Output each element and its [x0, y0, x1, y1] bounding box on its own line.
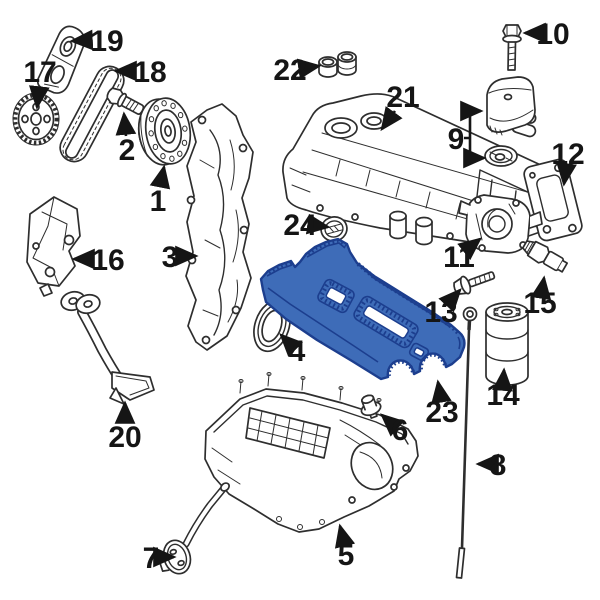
callout-label: 15 — [523, 287, 556, 320]
callout-5[interactable]: 5 — [334, 523, 356, 572]
crankshaft-pulley — [137, 97, 192, 166]
callout-label: 19 — [90, 25, 123, 58]
callout-label: 14 — [486, 379, 520, 412]
oil-level-sensor — [155, 482, 230, 575]
callout-label: 16 — [91, 244, 124, 277]
callout-label: 21 — [386, 81, 419, 114]
callout-13[interactable]: 13 — [424, 288, 462, 329]
callout-label: 13 — [424, 296, 457, 329]
oil-pressure-sensor — [521, 240, 569, 273]
drain-plug — [360, 394, 382, 419]
callout-label: 6 — [392, 414, 409, 447]
callout-label: 1 — [150, 185, 167, 218]
callout-label: 4 — [289, 335, 306, 368]
callout-label: 24 — [283, 209, 317, 242]
callout-label: 3 — [162, 241, 179, 274]
oil-pan — [204, 372, 419, 533]
pulley-bolt — [106, 87, 145, 115]
callout-11[interactable]: 11 — [443, 237, 483, 274]
dipstick — [455, 306, 478, 579]
callout-23[interactable]: 23 — [425, 379, 459, 429]
camshaft-sprocket — [12, 92, 60, 146]
callout-16[interactable]: 16 — [71, 244, 125, 277]
callout-22[interactable]: 22 — [273, 54, 322, 87]
callout-15[interactable]: 15 — [523, 275, 557, 320]
callout-24[interactable]: 24 — [283, 209, 331, 242]
callout-10[interactable]: 10 — [522, 18, 570, 51]
engine-mount-bracket — [26, 196, 81, 297]
callout-20[interactable]: 20 — [108, 400, 142, 454]
callout-label: 8 — [490, 449, 507, 482]
callout-3[interactable]: 3 — [162, 241, 199, 274]
callout-label: 12 — [551, 138, 584, 171]
callout-18[interactable]: 18 — [113, 56, 167, 89]
oil-filter-housing — [458, 194, 543, 254]
callout-6[interactable]: 6 — [380, 413, 409, 447]
valve-cover-gasket-highlighted[interactable] — [259, 237, 466, 381]
callout-7[interactable]: 7 — [143, 542, 177, 575]
callout-19[interactable]: 19 — [69, 25, 124, 58]
oil-pickup-tube — [60, 290, 155, 405]
callout-label: 23 — [425, 396, 458, 429]
callout-label: 7 — [143, 542, 160, 575]
callout-17[interactable]: 17 — [23, 56, 57, 110]
timing-cover — [185, 103, 254, 351]
callout-9[interactable]: 9 — [448, 100, 487, 169]
callout-label: 18 — [133, 56, 166, 89]
callout-label: 20 — [108, 421, 141, 454]
callout-12[interactable]: 12 — [551, 138, 585, 187]
oil-filter — [485, 302, 529, 386]
callout-1[interactable]: 1 — [150, 164, 171, 218]
callout-4[interactable]: 4 — [279, 333, 306, 368]
oil-cooler — [484, 76, 537, 167]
callout-label: 9 — [448, 123, 465, 156]
callout-label: 17 — [23, 56, 56, 89]
callout-8[interactable]: 8 — [475, 449, 507, 482]
callout-label: 2 — [119, 134, 136, 167]
callout-label: 22 — [273, 54, 306, 87]
callout-label: 11 — [443, 241, 475, 274]
callout-label: 10 — [536, 18, 569, 51]
callout-21[interactable]: 21 — [380, 81, 420, 132]
callout-label: 5 — [338, 539, 355, 572]
cooler-bolt — [502, 24, 522, 71]
callout-14[interactable]: 14 — [486, 367, 520, 412]
cap-seals — [318, 51, 357, 78]
callout-2[interactable]: 2 — [115, 111, 137, 167]
